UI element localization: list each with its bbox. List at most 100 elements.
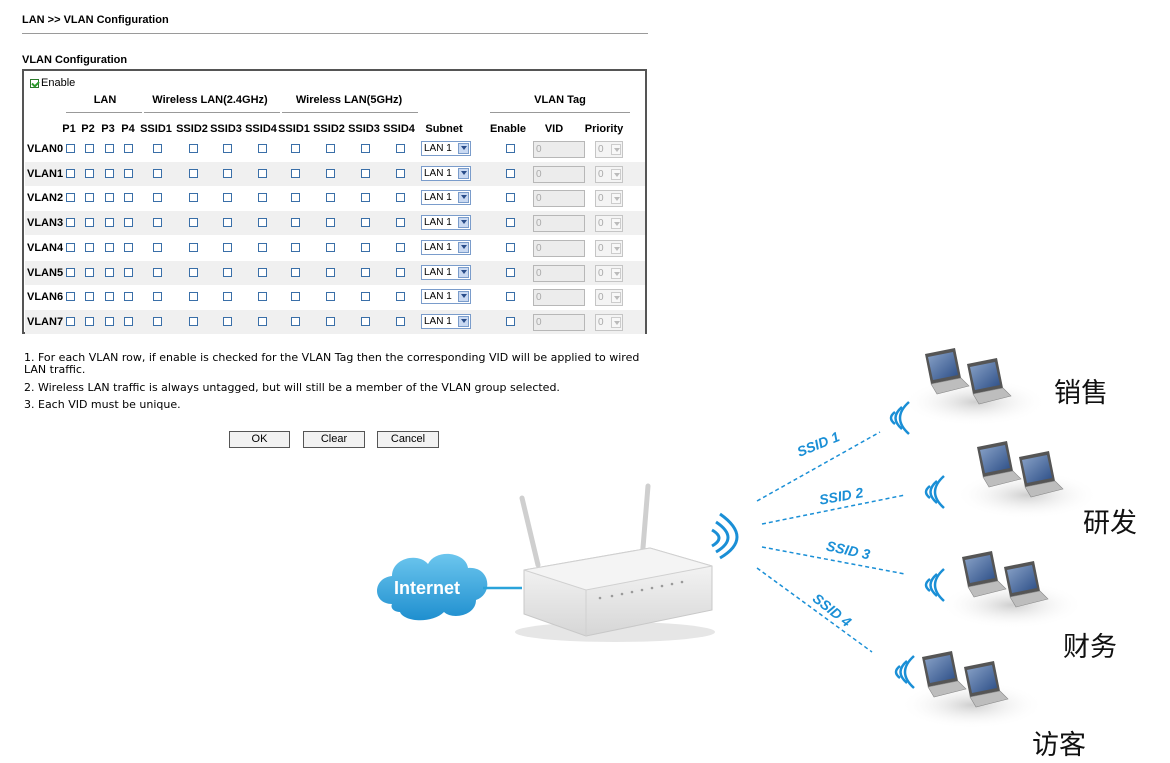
vlan-enable-toggle[interactable]: Enable	[30, 77, 75, 89]
member-checkbox[interactable]	[189, 242, 198, 252]
priority-select[interactable]: 0	[595, 215, 623, 233]
member-checkbox[interactable]	[105, 218, 114, 228]
member-checkbox[interactable]	[396, 292, 405, 302]
member-checkbox[interactable]	[105, 144, 114, 153]
member-checkbox[interactable]	[223, 218, 232, 228]
subnet-select[interactable]: LAN 1	[421, 190, 471, 206]
vlan-tag-enable-checkbox[interactable]	[506, 193, 515, 203]
member-checkbox[interactable]	[326, 316, 335, 326]
priority-select[interactable]: 0	[595, 190, 623, 208]
member-checkbox[interactable]	[326, 267, 335, 277]
vlan-tag-enable-checkbox[interactable]	[506, 168, 515, 178]
vid-input[interactable]: 0	[533, 215, 585, 233]
member-checkbox[interactable]	[326, 242, 335, 252]
member-checkbox[interactable]	[66, 144, 75, 153]
member-checkbox[interactable]	[85, 144, 94, 153]
subnet-select[interactable]: LAN 1	[421, 141, 471, 156]
member-checkbox[interactable]	[291, 144, 300, 153]
member-checkbox[interactable]	[223, 267, 232, 277]
member-checkbox[interactable]	[189, 168, 198, 178]
member-checkbox[interactable]	[105, 193, 114, 203]
member-checkbox[interactable]	[105, 292, 114, 302]
vid-input[interactable]: 0	[533, 165, 585, 183]
member-checkbox[interactable]	[85, 218, 94, 228]
cancel-button[interactable]: Cancel	[377, 431, 439, 448]
member-checkbox[interactable]	[396, 267, 405, 277]
member-checkbox[interactable]	[258, 292, 267, 302]
member-checkbox[interactable]	[396, 218, 405, 228]
member-checkbox[interactable]	[291, 267, 300, 277]
member-checkbox[interactable]	[124, 242, 133, 252]
member-checkbox[interactable]	[361, 168, 370, 178]
member-checkbox[interactable]	[291, 168, 300, 178]
member-checkbox[interactable]	[66, 292, 75, 302]
member-checkbox[interactable]	[361, 218, 370, 228]
member-checkbox[interactable]	[189, 292, 198, 302]
subnet-select[interactable]: LAN 1	[421, 289, 471, 305]
member-checkbox[interactable]	[258, 168, 267, 178]
subnet-select[interactable]: LAN 1	[421, 165, 471, 181]
member-checkbox[interactable]	[396, 316, 405, 326]
member-checkbox[interactable]	[223, 292, 232, 302]
member-checkbox[interactable]	[361, 242, 370, 252]
member-checkbox[interactable]	[258, 242, 267, 252]
priority-select[interactable]: 0	[595, 289, 623, 307]
member-checkbox[interactable]	[85, 168, 94, 178]
member-checkbox[interactable]	[66, 168, 75, 178]
member-checkbox[interactable]	[124, 292, 133, 302]
member-checkbox[interactable]	[153, 267, 162, 277]
member-checkbox[interactable]	[153, 242, 162, 252]
member-checkbox[interactable]	[223, 144, 232, 153]
vlan-tag-enable-checkbox[interactable]	[506, 242, 515, 252]
member-checkbox[interactable]	[66, 316, 75, 326]
member-checkbox[interactable]	[361, 267, 370, 277]
member-checkbox[interactable]	[153, 168, 162, 178]
member-checkbox[interactable]	[85, 242, 94, 252]
member-checkbox[interactable]	[124, 316, 133, 326]
subnet-select[interactable]: LAN 1	[421, 215, 471, 231]
subnet-select[interactable]: LAN 1	[421, 239, 471, 255]
vlan-tag-enable-checkbox[interactable]	[506, 292, 515, 302]
member-checkbox[interactable]	[124, 267, 133, 277]
vid-input[interactable]: 0	[533, 289, 585, 307]
member-checkbox[interactable]	[326, 168, 335, 178]
member-checkbox[interactable]	[291, 292, 300, 302]
member-checkbox[interactable]	[326, 193, 335, 203]
clear-button[interactable]: Clear	[303, 431, 365, 448]
vid-input[interactable]: 0	[533, 141, 585, 158]
member-checkbox[interactable]	[223, 242, 232, 252]
vlan-tag-enable-checkbox[interactable]	[506, 267, 515, 277]
member-checkbox[interactable]	[361, 292, 370, 302]
member-checkbox[interactable]	[223, 316, 232, 326]
member-checkbox[interactable]	[361, 316, 370, 326]
priority-select[interactable]: 0	[595, 313, 623, 331]
subnet-select[interactable]: LAN 1	[421, 313, 471, 329]
member-checkbox[interactable]	[258, 218, 267, 228]
member-checkbox[interactable]	[153, 316, 162, 326]
member-checkbox[interactable]	[189, 316, 198, 326]
member-checkbox[interactable]	[396, 144, 405, 153]
priority-select[interactable]: 0	[595, 264, 623, 282]
member-checkbox[interactable]	[396, 193, 405, 203]
member-checkbox[interactable]	[326, 218, 335, 228]
member-checkbox[interactable]	[153, 292, 162, 302]
member-checkbox[interactable]	[85, 267, 94, 277]
member-checkbox[interactable]	[153, 144, 162, 153]
member-checkbox[interactable]	[105, 242, 114, 252]
ok-button[interactable]: OK	[229, 431, 290, 448]
vlan-tag-enable-checkbox[interactable]	[506, 218, 515, 228]
vid-input[interactable]: 0	[533, 313, 585, 331]
member-checkbox[interactable]	[105, 316, 114, 326]
vlan-enable-checkbox[interactable]	[30, 78, 39, 88]
member-checkbox[interactable]	[361, 193, 370, 203]
member-checkbox[interactable]	[189, 218, 198, 228]
member-checkbox[interactable]	[189, 267, 198, 277]
member-checkbox[interactable]	[85, 193, 94, 203]
member-checkbox[interactable]	[124, 168, 133, 178]
member-checkbox[interactable]	[326, 292, 335, 302]
member-checkbox[interactable]	[85, 316, 94, 326]
member-checkbox[interactable]	[124, 193, 133, 203]
member-checkbox[interactable]	[153, 193, 162, 203]
member-checkbox[interactable]	[66, 242, 75, 252]
member-checkbox[interactable]	[258, 316, 267, 326]
